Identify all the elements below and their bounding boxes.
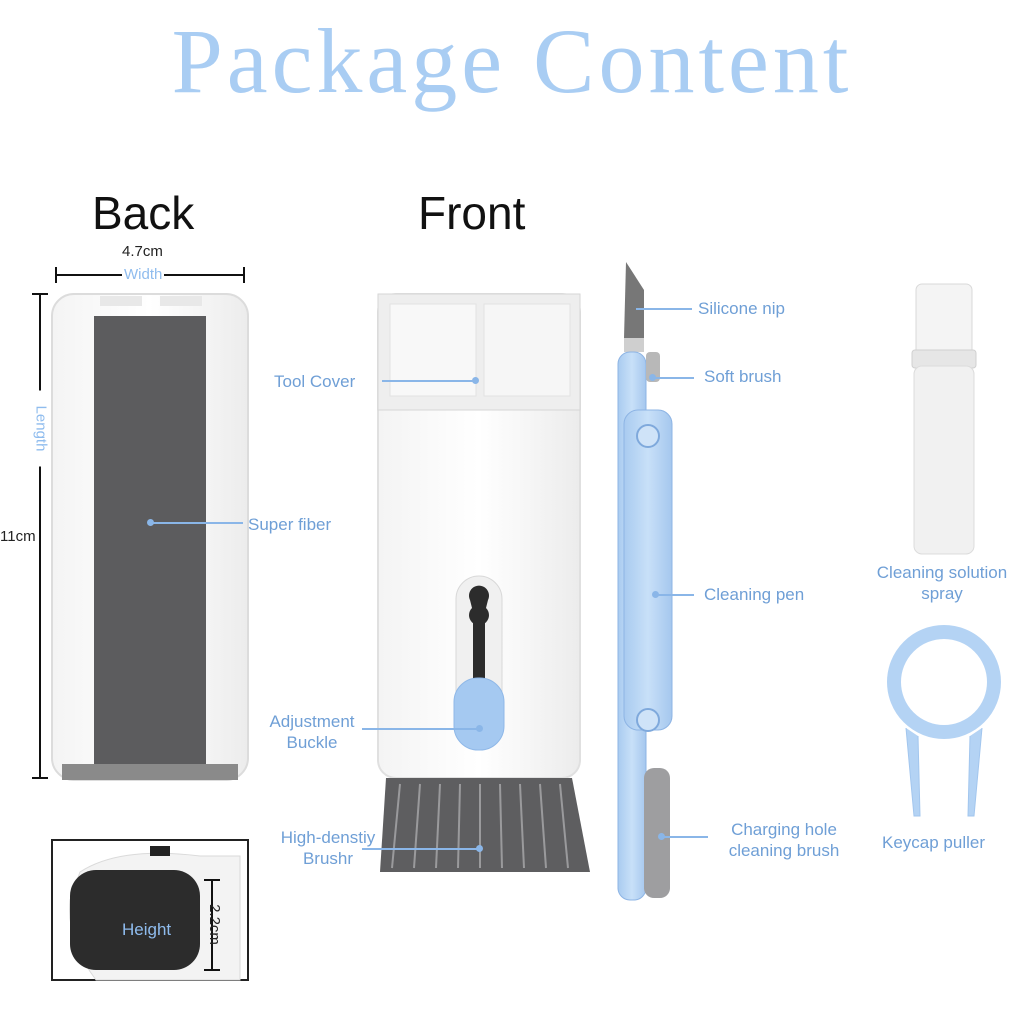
tool-cover-dot [472,377,479,384]
keycap-puller-label: Keycap puller [882,833,986,852]
soft-brush-label: Soft brush [704,367,782,386]
front-device [377,293,590,872]
charging-brush-dot [658,833,665,840]
adjustment-buckle-line1: Adjustment [269,712,355,731]
cleaning-pen-dot [652,591,659,598]
tool-cover-label: Tool Cover [274,372,356,391]
height-value: 2.2cm [205,904,223,945]
keycap-puller [887,625,1001,817]
charging-brush-leader [662,836,708,838]
brush-dot [476,845,483,852]
charging-brush-line1: Charging hole [731,820,837,839]
height-inset [51,839,249,981]
back-device [51,293,249,781]
page-title: Package Content [171,10,853,112]
super-fiber-leader [151,522,243,524]
adjustment-buckle-line2: Buckle [286,733,338,752]
super-fiber-label: Super fiber [248,515,332,534]
brush-label: High-denstiy Brushr [264,827,392,869]
cleaning-pen-label: Cleaning pen [704,585,805,604]
soft-brush-leader [652,377,694,379]
brush-line2: Brushr [302,849,354,868]
buckle-leader [362,728,482,730]
length-dimension-line [32,293,48,779]
super-fiber-dot [147,519,154,526]
silicone-nip-leader [636,308,692,310]
length-label: Length [32,390,50,467]
brush-leader [362,848,482,850]
front-view-heading: Front [418,187,526,239]
length-value: 11cm [0,528,36,545]
brush-line1: High-denstiy [280,828,376,847]
width-value: 4.7cm [122,243,163,260]
adjustment-buckle-label: Adjustment Buckle [266,711,358,753]
charging-brush-line2: cleaning brush [728,841,840,860]
silicone-nip-label: Silicone nip [698,299,785,318]
soft-brush-dot [649,374,656,381]
spray-line1: Cleaning solution [876,563,1008,582]
height-label: Height [122,920,172,939]
cleaning-pen-leader [656,594,694,596]
buckle-dot [476,725,483,732]
spray-line2: spray [921,584,963,603]
back-view-heading: Back [92,187,195,239]
cleaning-pen [617,262,673,901]
tool-cover-leader [382,380,478,382]
cleaning-spray-bottle [911,283,977,555]
width-label: Width [122,266,165,283]
charging-brush-label: Charging hole cleaning brush [712,819,856,861]
spray-label: Cleaning solution spray [860,562,1024,604]
